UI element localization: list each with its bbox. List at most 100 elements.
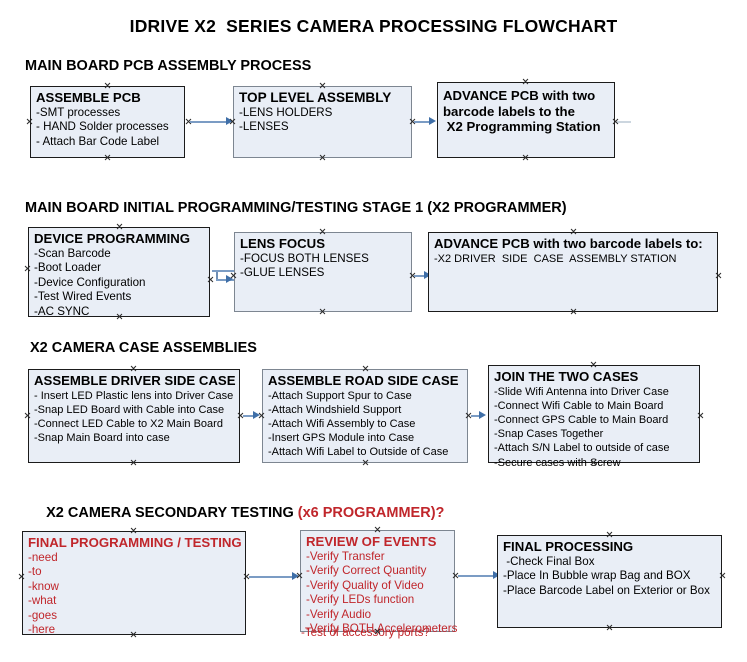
anchor-handle-top[interactable]: [522, 78, 529, 85]
node-item: -Verify Transfer: [306, 549, 385, 563]
anchor-handle-bottom[interactable]: [590, 459, 597, 466]
node-join-the-two-cases[interactable]: JOIN THE TWO CASES -Slide Wifi Antenna i…: [488, 365, 700, 469]
anchor-handle-bottom[interactable]: [374, 628, 381, 635]
anchor-handle-left[interactable]: [296, 572, 303, 579]
node-item: -Verify Audio: [306, 607, 372, 621]
section-title-main-board-pcb: MAIN BOARD PCB ASSEMBLY PROCESS: [25, 58, 312, 74]
node-review-of-events[interactable]: REVIEW OF EVENTS -Verify Transfer -Verif…: [300, 530, 457, 635]
node-header: LENS FOCUS: [240, 236, 325, 251]
node-item: -Insert GPS Module into Case: [268, 432, 415, 445]
anchor-handle-top[interactable]: [319, 82, 326, 89]
anchor-handle-left[interactable]: [18, 573, 25, 580]
node-device-programming[interactable]: DEVICE PROGRAMMING -Scan Barcode -Boot L…: [28, 227, 210, 318]
node-item: -Test Wired Events: [34, 290, 132, 304]
node-header: DEVICE PROGRAMMING: [34, 231, 191, 246]
connector-arrowhead: [226, 275, 233, 283]
node-item: -Slide Wifi Antenna into Driver Case: [494, 385, 669, 398]
connector-riser: [216, 271, 218, 280]
node-item: -Connect Wifi Cable to Main Board: [494, 399, 664, 412]
anchor-handle-bottom[interactable]: [319, 308, 326, 315]
anchor-handle-left[interactable]: [229, 118, 236, 125]
page-title: IDRIVE X2 SERIES CAMERA PROCESSING FLOWC…: [129, 16, 618, 36]
connector-line: [249, 576, 295, 578]
node-item: -Snap Cases Together: [494, 428, 604, 441]
node-header: REVIEW OF EVENTS: [306, 534, 437, 549]
node-advance-pcb-driver-side[interactable]: ADVANCE PCB with two barcode labels to: …: [428, 232, 718, 312]
node-top-level-assembly[interactable]: TOP LEVEL ASSEMBLY -LENS HOLDERS -LENSES: [233, 86, 412, 158]
node-item: -AC SYNC: [34, 304, 90, 318]
node-item: -to: [28, 565, 42, 579]
node-item: -what: [28, 594, 57, 608]
node-item: -Snap Main Board into case: [34, 432, 170, 445]
node-item: -Connect GPS Cable to Main Board: [494, 413, 669, 426]
anchor-handle-top[interactable]: [130, 527, 137, 534]
node-lens-focus[interactable]: LENS FOCUS -FOCUS BOTH LENSES -GLUE LENS…: [234, 232, 412, 312]
anchor-handle-top[interactable]: [606, 531, 613, 538]
node-item: - Attach Bar Code Label: [36, 134, 160, 148]
connector-line: [190, 121, 228, 123]
connector-arrowhead: [479, 411, 486, 419]
anchor-handle-bottom[interactable]: [130, 459, 137, 466]
anchor-handle-top[interactable]: [374, 526, 381, 533]
anchor-handle-bottom[interactable]: [116, 313, 123, 320]
anchor-handle-top[interactable]: [116, 223, 123, 230]
connector-line: [243, 415, 255, 417]
connector-line: [414, 275, 426, 277]
node-assemble-pcb[interactable]: ASSEMBLE PCB -SMT processes - HAND Solde…: [30, 86, 185, 158]
anchor-handle-left[interactable]: [230, 272, 237, 279]
connector-line: [458, 575, 496, 577]
node-header: ASSEMBLE DRIVER SIDE CASE: [34, 373, 236, 388]
node-item: -Boot Loader: [34, 261, 102, 275]
anchor-handle-bottom[interactable]: [319, 154, 326, 161]
node-assemble-road-side-case[interactable]: ASSEMBLE ROAD SIDE CASE -Attach Support …: [262, 369, 468, 463]
node-item: -Attach Wifi Assembly to Case: [268, 417, 416, 430]
anchor-handle-top[interactable]: [590, 361, 597, 368]
node-item: -Secure cases with Screw: [494, 456, 621, 469]
anchor-handle-bottom[interactable]: [606, 624, 613, 631]
connector-stub: [617, 121, 631, 123]
node-header: ASSEMBLE PCB: [36, 90, 141, 105]
node-item: - HAND Solder processes: [36, 120, 169, 134]
anchor-handle-top[interactable]: [362, 365, 369, 372]
anchor-handle-bottom[interactable]: [570, 308, 577, 315]
node-header: FINAL PROCESSING: [503, 539, 634, 554]
anchor-handle-top[interactable]: [130, 365, 137, 372]
anchor-handle-left[interactable]: [24, 412, 31, 419]
node-item: -Attach Windshield Support: [268, 403, 402, 416]
anchor-handle-left[interactable]: [24, 265, 31, 272]
node-assemble-driver-side-case[interactable]: ASSEMBLE DRIVER SIDE CASE - Insert LED P…: [28, 369, 240, 463]
anchor-handle-bottom[interactable]: [104, 154, 111, 161]
anchor-handle-right[interactable]: [207, 276, 214, 283]
node-advance-pcb-programming-station[interactable]: ADVANCE PCB with two barcode labels to t…: [437, 82, 615, 158]
anchor-handle-left[interactable]: [258, 412, 265, 419]
anchor-handle-top[interactable]: [104, 82, 111, 89]
node-header-line2: barcode labels to the: [443, 103, 575, 119]
node-item: -SMT processes: [36, 105, 121, 119]
node-final-processing[interactable]: FINAL PROCESSING -Check Final Box -Place…: [497, 535, 722, 628]
anchor-handle-bottom[interactable]: [522, 154, 529, 161]
anchor-handle-bottom[interactable]: [362, 459, 369, 466]
node-item: -GLUE LENSES: [240, 266, 325, 280]
node-item: -Verify LEDs function: [306, 593, 415, 607]
node-item: -Verify Correct Quantity: [306, 564, 427, 578]
node-item: -need: [28, 550, 58, 564]
node-item: -Attach Support Spur to Case: [268, 389, 412, 402]
anchor-handle-top[interactable]: [570, 228, 577, 235]
anchor-handle-right[interactable]: [715, 272, 722, 279]
node-item: -Attach Wifi Label to Outside of Case: [268, 446, 449, 459]
connector-line: [212, 270, 234, 272]
anchor-handle-left[interactable]: [26, 118, 33, 125]
anchor-handle-top[interactable]: [319, 228, 326, 235]
node-item: -Scan Barcode: [34, 246, 111, 260]
node-header: FINAL PROGRAMMING / TESTING: [28, 535, 242, 550]
section-title-red-note: (x6 PROGRAMMER)?: [297, 505, 445, 521]
node-item: -Connect LED Cable to X2 Main Board: [34, 417, 223, 430]
node-final-programming-testing[interactable]: FINAL PROGRAMMING / TESTING -need -to -k…: [22, 531, 246, 636]
connector-arrowhead: [424, 271, 431, 279]
node-header-line3: X2 Programming Station: [443, 119, 601, 134]
connector-line: [471, 415, 481, 417]
anchor-handle-bottom[interactable]: [130, 631, 137, 638]
anchor-handle-right[interactable]: [719, 572, 726, 579]
connector-line: [216, 279, 234, 281]
anchor-handle-right[interactable]: [697, 412, 704, 419]
